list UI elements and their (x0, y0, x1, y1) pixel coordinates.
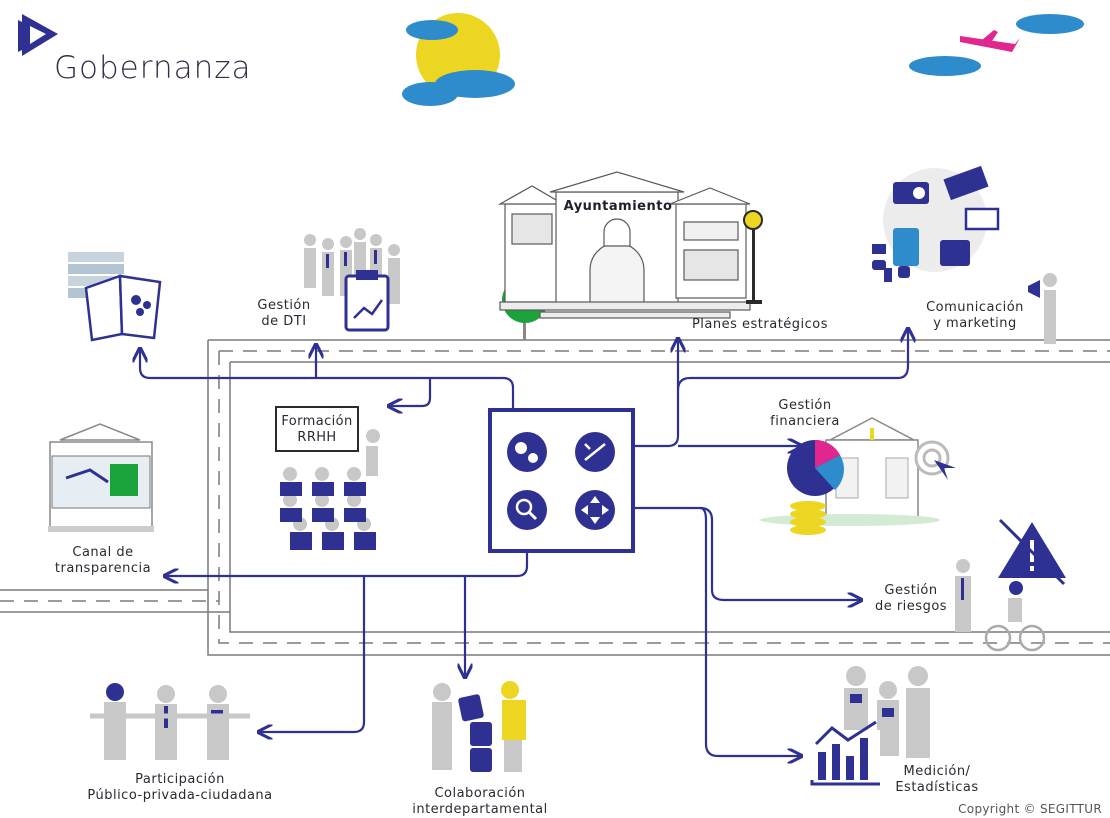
megaphone-person-icon (1028, 273, 1057, 344)
pie-chart-icon (787, 439, 845, 496)
label-planes: Planes estratégicos (680, 317, 840, 333)
financiera-line-2: financiera (770, 414, 840, 429)
gears-icon (507, 432, 547, 472)
road (0, 339, 1110, 656)
finance-building-icon (760, 417, 940, 526)
tv-icon (940, 240, 970, 266)
classroom-icon (280, 429, 380, 550)
airplane-icon (960, 30, 1020, 52)
formacion-label-1: Formación (281, 414, 353, 429)
target-cursor-icon (914, 440, 956, 480)
coins-icon (790, 501, 826, 535)
people-holding-hands-icon (90, 683, 250, 760)
collaboration-icon (432, 681, 526, 772)
warning-sign-icon (998, 518, 1066, 586)
label-transparencia: Canal de transparencia (48, 545, 158, 577)
book-gears-icon (68, 252, 162, 342)
colaboracion-line-2: interdepartamental (412, 802, 548, 817)
twitter-icon (872, 244, 886, 254)
medicion-line-2: Estadísticas (895, 780, 979, 795)
comunicacion-line-2: y marketing (933, 316, 1017, 331)
medicion-line-1: Medición/ (903, 764, 971, 779)
label-colaboracion: Colaboración interdepartamental (400, 786, 560, 818)
magnifier-icon (507, 490, 547, 530)
transparencia-line-1: Canal de (72, 545, 134, 560)
cyclist-icon (955, 559, 1046, 652)
instagram-icon (898, 266, 910, 278)
label-financiera: Gestión financiera (760, 398, 850, 430)
clipboard-chart-icon (344, 270, 390, 332)
sun-icon (402, 13, 515, 106)
newspaper-icon (943, 165, 989, 201)
street-lamp-icon (743, 210, 763, 304)
label-participacion: Participación Público-privada-ciudadana (70, 772, 290, 804)
colaboracion-line-1: Colaboración (434, 786, 526, 801)
brand-title: Gobernanza (54, 50, 252, 86)
connectors (140, 330, 908, 756)
town-hall-icon (497, 171, 751, 319)
riesgos-line-1: Gestión (884, 583, 938, 598)
gestion-dti-line-1: Gestión (257, 298, 311, 313)
transparencia-line-2: transparencia (54, 561, 152, 576)
laptop-icon (964, 207, 1000, 231)
bar-chart-icon (810, 720, 880, 786)
cloud-icon (909, 14, 1084, 76)
label-comunicacion: Comunicación y marketing (915, 300, 1035, 332)
directions-icon (575, 490, 615, 530)
gestion-dti-line-2: de DTI (261, 314, 307, 329)
comunicacion-line-1: Comunicación (926, 300, 1024, 315)
media-cluster (872, 165, 1000, 282)
riesgos-line-2: de riesgos (874, 599, 948, 614)
label-riesgos: Gestión de riesgos (866, 583, 956, 615)
financiera-line-1: Gestión (778, 398, 832, 413)
formacion-rrhh-board: Formación RRHH (275, 406, 359, 452)
logo-icon (18, 14, 58, 56)
central-hub (488, 408, 635, 553)
label-medicion: Medición/ Estadísticas (882, 764, 992, 796)
participacion-line-1: Participación (135, 772, 225, 787)
youtube-icon (872, 260, 886, 270)
participacion-line-2: Público-privada-ciudadana (87, 788, 273, 803)
handshake-icon (65, 468, 109, 484)
label-gestion-dti: Gestión de DTI (244, 298, 324, 330)
copyright: Copyright © SEGITTUR (958, 802, 1102, 816)
town-hall-sign: Ayuntamiento (563, 199, 673, 214)
transparency-building-icon (48, 423, 154, 532)
formacion-label-2: RRHH (297, 430, 337, 445)
planes-line-1: Planes estratégicos (691, 317, 829, 332)
facebook-icon (884, 268, 892, 282)
